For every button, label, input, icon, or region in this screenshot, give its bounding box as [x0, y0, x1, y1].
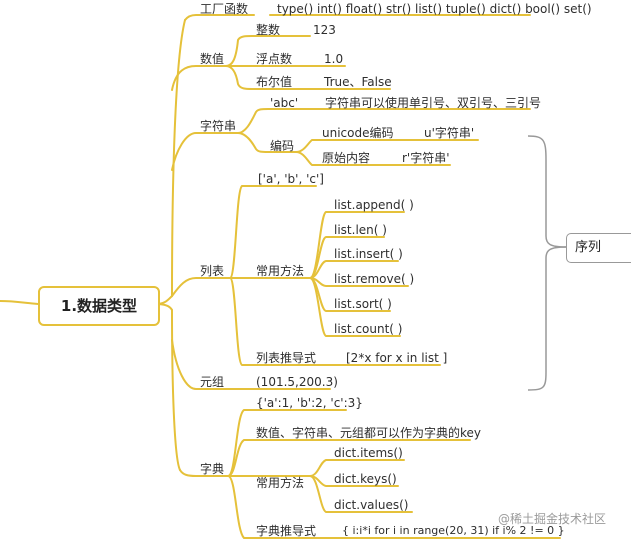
list-method: list.len( ) — [334, 223, 387, 237]
dict-method: dict.values() — [334, 498, 409, 512]
tuple-value: (101.5,200.3) — [256, 375, 338, 389]
string-quote-desc: 字符串可以使用单引号、双引号、三引号 — [325, 96, 542, 110]
list-example: ['a', 'b', 'c'] — [258, 172, 324, 186]
dict-comprehension-label[interactable]: 字典推导式 — [256, 524, 317, 538]
node-factory-functions[interactable]: 工厂函数 — [200, 2, 249, 16]
sequence-node[interactable]: 序列 — [566, 233, 631, 263]
numeric-bool-label: 布尔值 — [256, 75, 293, 89]
numeric-bool-value: True、False — [324, 75, 392, 89]
dict-method: dict.keys() — [334, 472, 397, 486]
string-unicode-label: unicode编码 — [322, 126, 394, 140]
string-abc: 'abc' — [270, 96, 299, 110]
list-method: list.insert( ) — [334, 247, 403, 261]
root-node[interactable]: 1.数据类型 — [38, 286, 160, 326]
string-raw-label: 原始内容 — [322, 151, 371, 165]
string-raw-value: r'字符串' — [402, 151, 450, 165]
node-list[interactable]: 列表 — [200, 264, 225, 278]
dict-methods-label[interactable]: 常用方法 — [256, 476, 305, 490]
factory-functions-value: type() int() float() str() list() tuple(… — [277, 2, 592, 16]
list-method: list.count( ) — [334, 322, 403, 336]
list-method: list.remove( ) — [334, 272, 415, 286]
dict-example: {'a':1, 'b':2, 'c':3} — [256, 396, 363, 410]
list-method: list.append( ) — [334, 198, 414, 212]
watermark: @稀土掘金技术社区 — [498, 512, 607, 526]
numeric-integer-value: 123 — [313, 23, 336, 37]
node-tuple[interactable]: 元组 — [200, 375, 225, 389]
dict-method: dict.items() — [334, 446, 403, 460]
string-unicode-value: u'字符串' — [424, 126, 475, 140]
numeric-float-label: 浮点数 — [256, 52, 293, 66]
node-numeric[interactable]: 数值 — [200, 52, 225, 66]
list-comprehension-label[interactable]: 列表推导式 — [256, 351, 317, 365]
numeric-float-value: 1.0 — [324, 52, 344, 66]
numeric-integer-label: 整数 — [256, 23, 281, 37]
list-comprehension-value: [2*x for x in list ] — [346, 351, 448, 365]
node-dict[interactable]: 字典 — [200, 462, 225, 476]
list-methods-label[interactable]: 常用方法 — [256, 264, 305, 278]
string-encoding[interactable]: 编码 — [270, 139, 295, 153]
node-string[interactable]: 字符串 — [200, 119, 237, 133]
dict-comprehension-value: { i:i*i for i in range(20, 31) if i% 2 !… — [342, 524, 565, 537]
dict-keys-note: 数值、字符串、元组都可以作为字典的key — [256, 426, 482, 440]
list-method: list.sort( ) — [334, 297, 392, 311]
